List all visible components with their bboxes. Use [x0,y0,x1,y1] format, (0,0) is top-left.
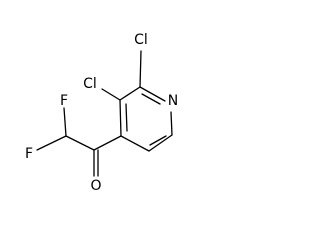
bond-chf2-f-top [63,107,67,137]
bond-c4-carbonyl [93,135,122,151]
bond-c5-c4 [120,135,150,152]
bond-c2-n-inner [141,93,161,105]
bond-c4-c3-inner [125,103,128,132]
bond-c2-n [139,86,166,102]
bond-chf2-f-bottom [36,135,67,151]
bond-c6-c5 [148,134,173,152]
chlorine-atom-left: Cl [83,76,97,92]
nitrogen-atom: N [168,93,178,109]
fluorine-atom-top: F [60,93,68,109]
bond-c2-cl [139,50,142,88]
bond-carbonyl-chf2 [65,135,95,151]
bond-c2-c3 [119,86,141,101]
bond-c4-c3 [119,99,122,137]
chemical-structure-diagram: Cl Cl N F F O [25,32,178,194]
bond-n-c6 [170,111,173,136]
bond-c3-cl [101,88,121,101]
chlorine-atom-top: Cl [134,32,148,48]
bond-c6-c5-inner [149,135,167,146]
oxygen-atom: O [90,178,101,194]
fluorine-atom-bottom: F [25,146,33,162]
